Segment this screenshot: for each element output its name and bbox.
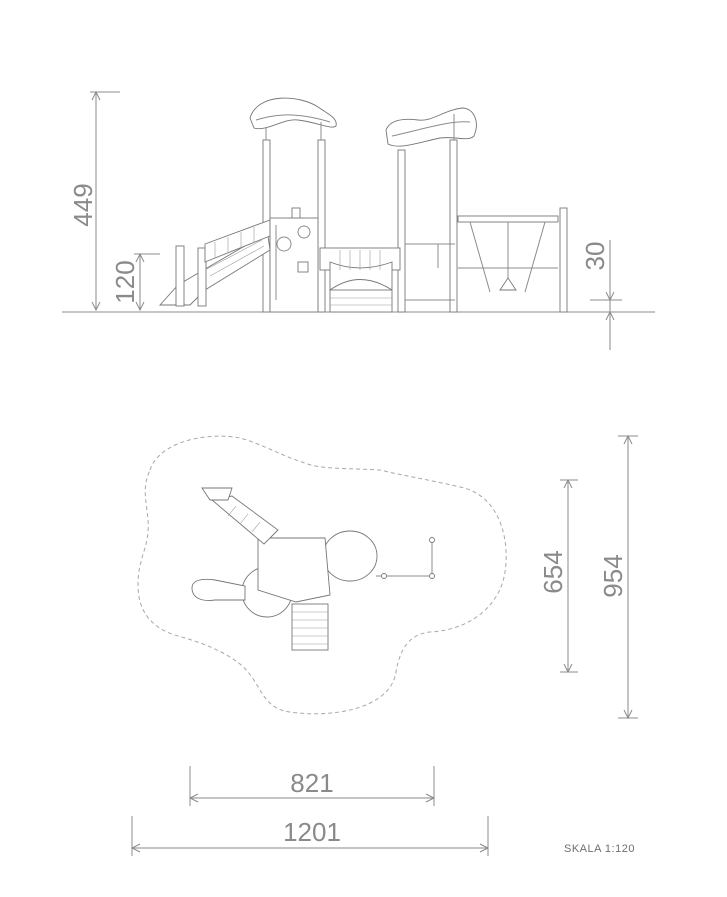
canopy-right: [385, 107, 477, 313]
swing-frame: [405, 207, 568, 313]
dim-depth-outer: 954: [598, 554, 628, 597]
side-elevation: 449 120 30: [62, 90, 655, 350]
climbing-ramp: [158, 219, 271, 307]
tower-panel: [269, 207, 319, 313]
deck-large: [322, 530, 378, 582]
plan-ladder-diagonal: [210, 495, 279, 545]
plan-view: 654 954 821 1201 SKALA 1:120: [130, 434, 638, 856]
dim-total-height: 449: [68, 183, 98, 226]
dim-ground-depth: 30: [580, 242, 610, 271]
plan-slide: [191, 578, 246, 601]
safety-zone: [137, 435, 507, 715]
plan-stairs: [291, 603, 329, 651]
dim-depth-inner: 654: [538, 550, 568, 593]
scale-label: SKALA 1:120: [564, 843, 635, 855]
bridge: [319, 247, 401, 313]
dim-width-outer: 1201: [283, 817, 341, 847]
platform-center: [257, 537, 331, 603]
dim-platform-height: 120: [110, 260, 140, 303]
dim-width-inner: 821: [290, 768, 333, 798]
